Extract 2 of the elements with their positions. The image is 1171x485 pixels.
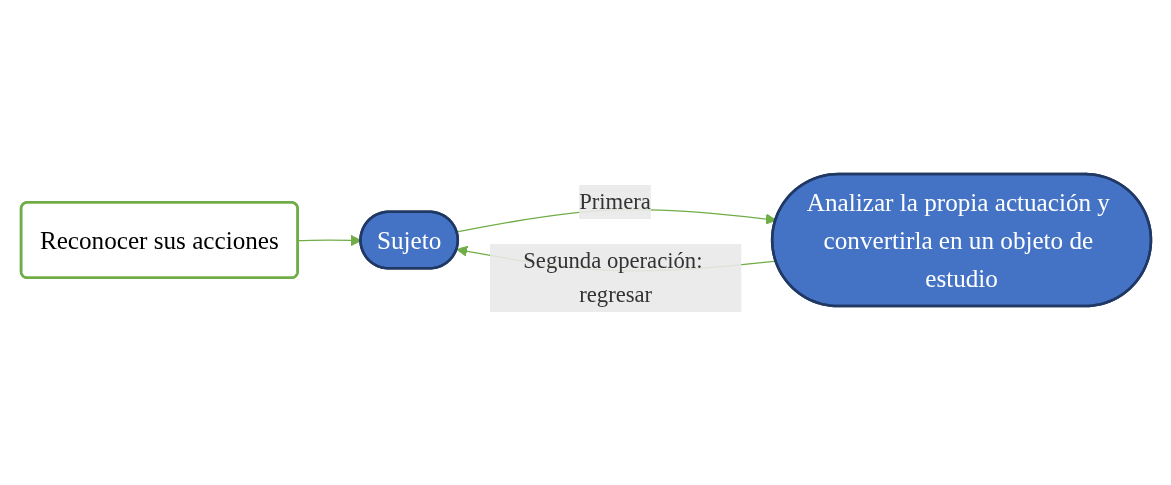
edge-label: Segunda operación: regresar (522, 247, 702, 307)
edge-label: Primera (578, 188, 651, 214)
